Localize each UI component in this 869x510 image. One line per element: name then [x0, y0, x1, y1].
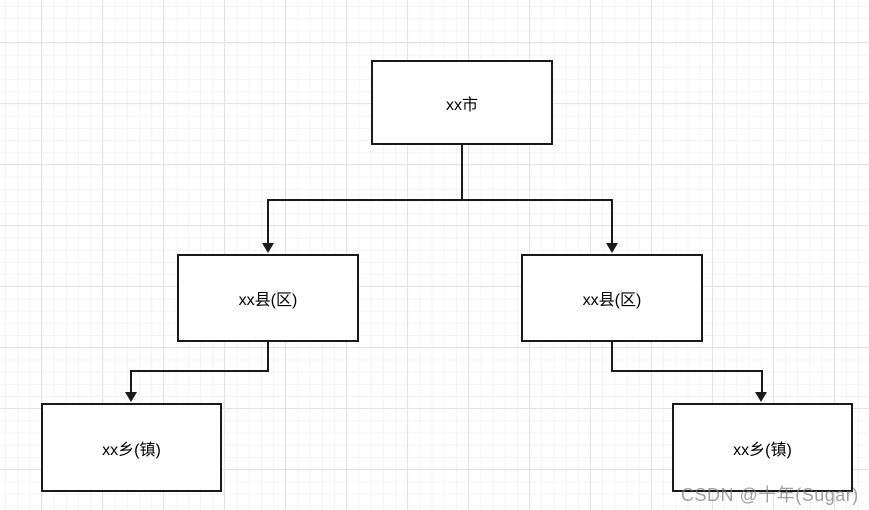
edge-city-crossbar-segment — [267, 199, 613, 201]
edge-county-left-to-town-segment — [130, 370, 132, 392]
edge-city-stem-segment — [461, 145, 463, 201]
node-town-right-label: xx乡(镇) — [733, 441, 792, 459]
node-county-right: xx县(区) — [521, 254, 703, 342]
edge-county-right-drop-segment — [611, 342, 613, 372]
node-city-label: xx市 — [445, 96, 478, 114]
edge-county-left-drop-segment — [267, 342, 269, 372]
node-town-left-label: xx乡(镇) — [102, 441, 161, 459]
node-town-right: xx乡(镇) — [672, 403, 853, 492]
arrow-down-icon — [262, 243, 274, 253]
edge-city-to-county-right-segment — [611, 199, 613, 243]
arrow-down-icon — [755, 392, 767, 402]
edge-city-to-county-left-segment — [267, 199, 269, 243]
edge-county-left-horizontal-segment — [130, 370, 269, 372]
node-county-right-label: xx县(区) — [582, 292, 642, 309]
arrow-down-icon — [606, 243, 618, 253]
arrow-down-icon — [125, 392, 137, 402]
node-town-left: xx乡(镇) — [41, 403, 222, 492]
node-county-left-label: xx县(区) — [238, 292, 298, 309]
node-city: xx市 — [371, 60, 553, 145]
node-county-left: xx县(区) — [177, 254, 359, 342]
edge-county-right-to-town-segment — [761, 370, 763, 392]
csdn-watermark: CSDN @十年(Sugar) — [681, 485, 859, 505]
edge-county-right-horizontal-segment — [611, 370, 763, 372]
